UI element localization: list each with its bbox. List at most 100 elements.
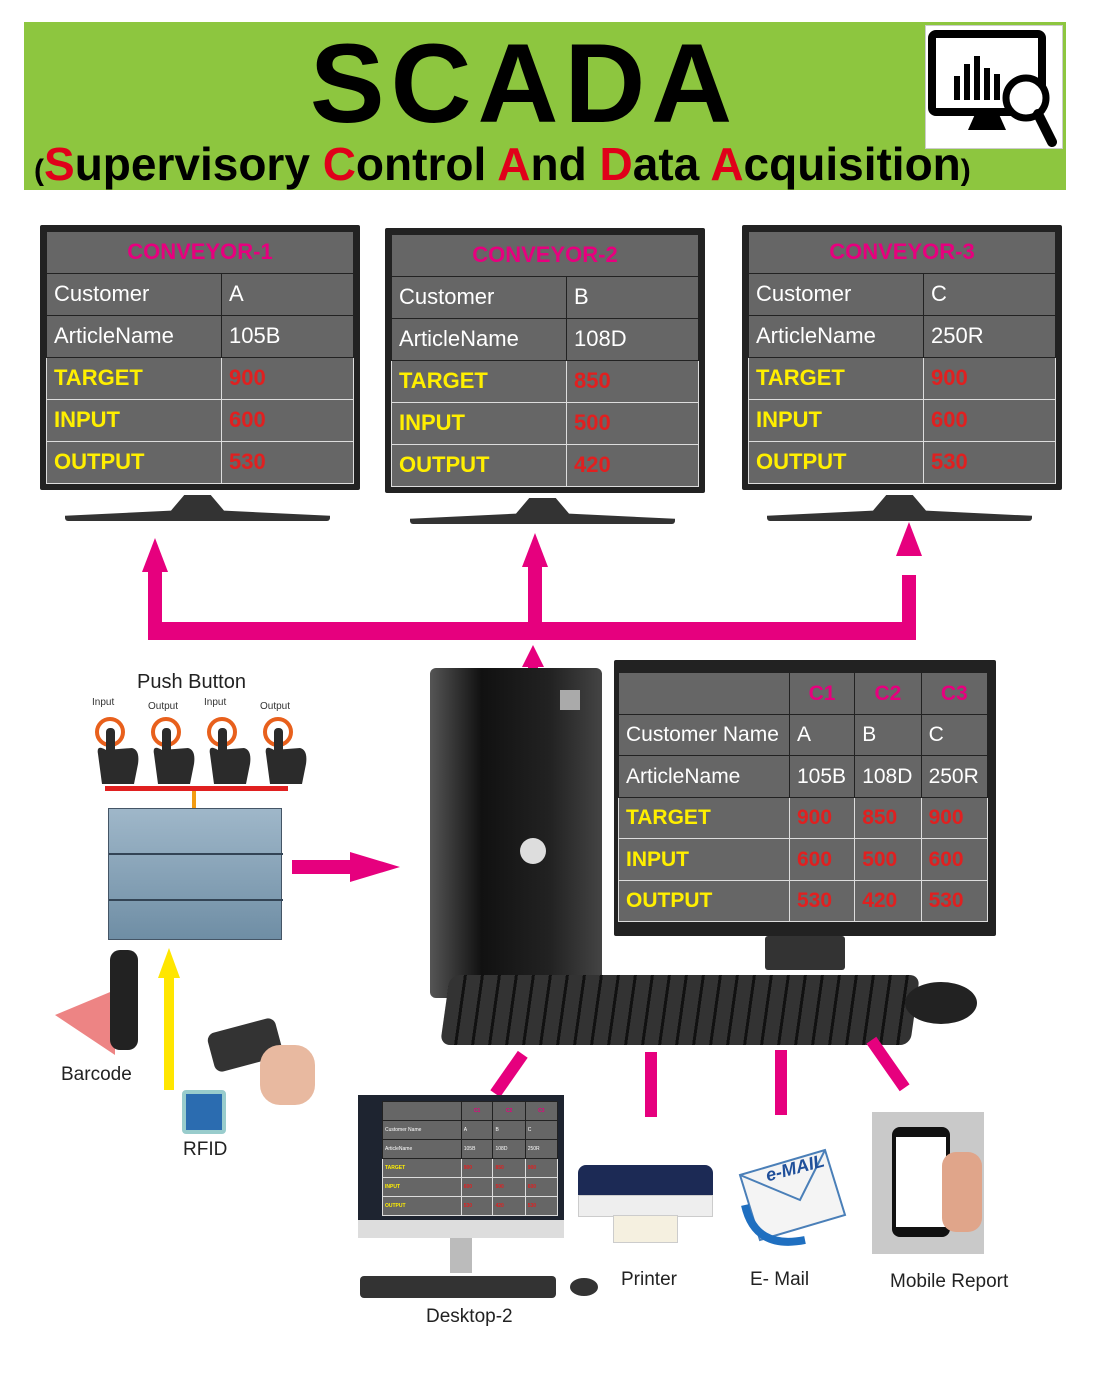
subtitle-part: A (497, 138, 531, 190)
cell-value: 530 (920, 879, 989, 922)
monitor-stand (767, 495, 1032, 521)
row-label: INPUT (391, 402, 567, 445)
cell-value: 105B (460, 1139, 494, 1159)
cell-value: 530 (524, 1196, 559, 1216)
row-label: Customer (748, 273, 924, 316)
row-label: TARGET (618, 796, 790, 839)
cell-value: 500 (854, 838, 922, 881)
subtitle-part: nd (530, 138, 600, 190)
cell-value: 250R (524, 1139, 559, 1159)
cell-value: 600 (920, 838, 989, 881)
column-header: C2 (854, 672, 922, 715)
row-label: ArticleName (748, 315, 924, 358)
subtitle-part: cquisition (743, 138, 961, 190)
row-label: Customer (391, 276, 567, 319)
row-value: 105B (220, 315, 355, 358)
arrow-right-icon (350, 852, 400, 882)
column-header: C3 (920, 672, 989, 715)
push-button-hand-icon (204, 714, 254, 784)
subtitle-part: ata (632, 138, 711, 190)
cell-value: 250R (920, 755, 989, 798)
cell-value: 108D (492, 1139, 526, 1159)
cell-value: B (854, 713, 922, 756)
row-label: TARGET (46, 357, 222, 400)
row-value: 900 (220, 357, 355, 400)
cell-value: 900 (460, 1158, 494, 1178)
row-label: Customer Name (618, 713, 790, 756)
row-value: 108D (565, 318, 700, 361)
arrow-down-icon (192, 791, 196, 809)
column-header: C3 (524, 1101, 559, 1121)
conveyor-title: CONVEYOR-3 (748, 231, 1056, 274)
desktop-2-mouse (570, 1278, 598, 1296)
push-button-hand-icon (260, 714, 310, 784)
cell-value: B (492, 1120, 526, 1140)
monitor-stand (765, 936, 845, 970)
row-label: TARGET (382, 1158, 462, 1178)
row-value: C (922, 273, 1057, 316)
push-button-title: Push Button (137, 671, 246, 693)
arrow-up-icon (158, 948, 180, 978)
arrow-to-printer (645, 1052, 657, 1117)
row-value: 420 (565, 444, 700, 487)
cell-value: 420 (854, 879, 922, 922)
subtitle-part: ontrol (355, 138, 498, 190)
row-label: Customer Name (382, 1120, 462, 1140)
rfid-label: RFID (183, 1139, 228, 1160)
barcode-label: Barcode (61, 1064, 132, 1085)
row-value: 900 (922, 357, 1057, 400)
cell-value: A (460, 1120, 494, 1140)
row-value: 530 (922, 441, 1057, 484)
arrow-shaft-3 (902, 575, 916, 635)
push-button-hand-icon (148, 714, 198, 784)
cell-value: 850 (492, 1158, 526, 1178)
push-button-bus (105, 786, 288, 791)
plc-controller (108, 808, 283, 940)
desktop-2-stand (450, 1238, 472, 1273)
cell-value: A (788, 713, 856, 756)
printer-image (578, 1165, 713, 1245)
arrow-shaft-2 (528, 565, 542, 630)
row-label: INPUT (46, 399, 222, 442)
email-image: e-MAIL (735, 1145, 850, 1250)
cell-value: 900 (920, 796, 989, 839)
row-label: INPUT (382, 1177, 462, 1197)
row-value: 600 (220, 399, 355, 442)
cell-value: 600 (524, 1177, 559, 1197)
row-label: ArticleName (382, 1139, 462, 1159)
monitor-stand (65, 495, 330, 521)
rfid-to-plc-arrow (164, 975, 174, 1090)
page-subtitle: (Supervisory Control And Data Acquisitio… (34, 140, 971, 188)
cell-value: 530 (788, 879, 856, 922)
row-label: INPUT (618, 838, 790, 881)
cell-value: 500 (492, 1177, 526, 1197)
cell-value: 420 (492, 1196, 526, 1216)
push-button-label: Output (148, 701, 179, 712)
row-value: 600 (922, 399, 1057, 442)
row-label: ArticleName (391, 318, 567, 361)
arrow-up-icon (896, 522, 922, 556)
subtitle-part: S (44, 138, 75, 190)
page-title: SCADA (309, 21, 739, 146)
cell-value: C (524, 1120, 559, 1140)
